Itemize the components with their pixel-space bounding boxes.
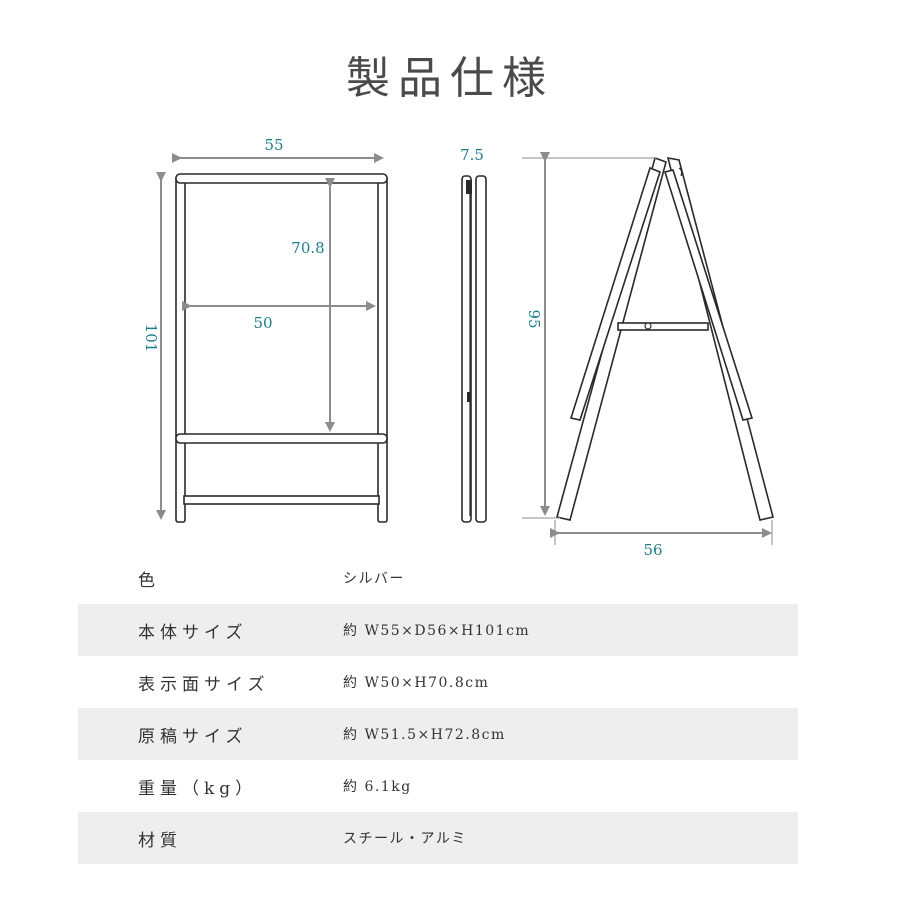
- total-height-label: 101: [142, 324, 160, 353]
- spec-value: 約 6.1kg: [343, 779, 412, 795]
- spec-label: 色: [138, 570, 160, 591]
- spec-value: 約 W50×H70.8cm: [343, 675, 490, 691]
- spec-value: 約 W51.5×H72.8cm: [343, 727, 506, 743]
- display-height-label: 70.8: [291, 239, 324, 257]
- spec-label: 重量（kg）: [138, 778, 258, 799]
- spec-row-material: 材質 スチール・アルミ: [78, 812, 798, 864]
- depth-label: 7.5: [460, 146, 484, 164]
- side-view: [461, 175, 487, 523]
- spec-row-display-size: 表示面サイズ 約 W50×H70.8cm: [78, 656, 798, 708]
- spec-table: 色 シルバー 本体サイズ 約 W55×D56×H101cm 表示面サイズ 約 W…: [78, 552, 798, 864]
- open-depth-label: 56: [643, 541, 662, 559]
- page-title: 製品仕様: [346, 53, 554, 104]
- front-view: [175, 173, 388, 523]
- spec-value: スチール・アルミ: [343, 831, 467, 847]
- product-dimension-diagram: 55 101 70.8 50 7.5 95 56: [142, 136, 774, 559]
- spec-label: 原稿サイズ: [138, 726, 248, 747]
- spec-value: シルバー: [343, 571, 405, 587]
- open-height-label: 95: [525, 309, 543, 328]
- spec-row-body-size: 本体サイズ 約 W55×D56×H101cm: [78, 604, 798, 656]
- display-width-label: 50: [253, 314, 272, 332]
- spec-label: 材質: [138, 830, 182, 851]
- front-width-label: 55: [264, 136, 283, 154]
- spec-row-color: 色 シルバー: [78, 552, 798, 604]
- spec-label: 表示面サイズ: [138, 674, 270, 695]
- spec-row-weight: 重量（kg） 約 6.1kg: [78, 760, 798, 812]
- spec-label: 本体サイズ: [138, 622, 248, 643]
- open-side-view: [556, 156, 774, 521]
- spec-row-paper-size: 原稿サイズ 約 W51.5×H72.8cm: [78, 708, 798, 760]
- spec-value: 約 W55×D56×H101cm: [343, 623, 531, 639]
